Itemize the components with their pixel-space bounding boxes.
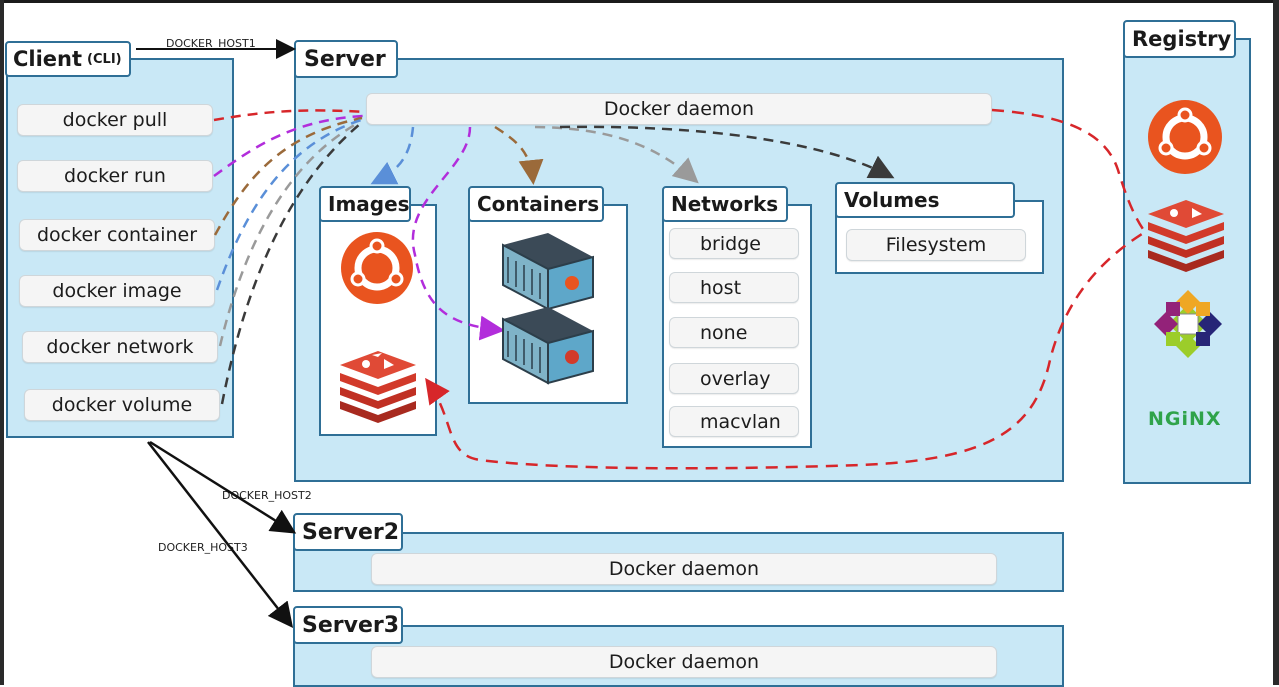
window-top-edge bbox=[0, 0, 1279, 3]
images-title: Images bbox=[319, 186, 411, 222]
images-redis-icon bbox=[340, 351, 416, 423]
registry-nginx-logo: NGiNX bbox=[1148, 408, 1222, 430]
cmd-docker-volume[interactable]: docker volume bbox=[24, 389, 220, 421]
cmd-docker-run[interactable]: docker run bbox=[17, 160, 213, 192]
cmd-docker-pull[interactable]: docker pull bbox=[17, 104, 213, 136]
images-ubuntu-icon bbox=[341, 232, 413, 304]
pull-flow-line bbox=[425, 108, 1147, 470]
network-host[interactable]: host bbox=[669, 272, 799, 303]
registry-ubuntu-icon bbox=[1148, 100, 1222, 174]
server-title: Server bbox=[294, 40, 398, 78]
docker-host2-arrow bbox=[149, 440, 297, 534]
daemon-flow-lines bbox=[370, 125, 895, 341]
server-docker-daemon[interactable]: Docker daemon bbox=[366, 93, 992, 125]
server2-title: Server2 bbox=[293, 513, 403, 551]
volume-filesystem[interactable]: Filesystem bbox=[846, 229, 1026, 261]
network-bridge[interactable]: bridge bbox=[669, 228, 799, 259]
registry-redis-icon bbox=[1148, 200, 1224, 272]
registry-centos-icon bbox=[1154, 290, 1222, 358]
client-title-text: Client bbox=[13, 47, 83, 71]
cmd-docker-container[interactable]: docker container bbox=[19, 219, 215, 251]
container-icon-1 bbox=[502, 233, 594, 311]
client-title: Client (CLI) bbox=[5, 41, 131, 77]
window-left-edge bbox=[0, 0, 4, 685]
docker-host1-label: DOCKER_HOST1 bbox=[166, 37, 256, 50]
server3-docker-daemon[interactable]: Docker daemon bbox=[371, 646, 997, 678]
server2-docker-daemon[interactable]: Docker daemon bbox=[371, 553, 997, 585]
registry-panel bbox=[1123, 38, 1251, 484]
container-icon-2 bbox=[502, 307, 594, 385]
network-overlay[interactable]: overlay bbox=[669, 363, 799, 394]
docker-host3-label: DOCKER_HOST3 bbox=[158, 541, 248, 554]
registry-title: Registry bbox=[1123, 20, 1236, 58]
server3-title: Server3 bbox=[293, 606, 403, 644]
cmd-docker-image[interactable]: docker image bbox=[19, 275, 215, 307]
network-macvlan[interactable]: macvlan bbox=[669, 406, 799, 437]
docker-host3-arrow bbox=[147, 441, 294, 628]
cmd-docker-network[interactable]: docker network bbox=[22, 331, 218, 363]
client-title-suffix: (CLI) bbox=[87, 51, 122, 67]
networks-title: Networks bbox=[662, 186, 788, 222]
network-none[interactable]: none bbox=[669, 317, 799, 348]
command-flow-lines bbox=[213, 109, 366, 405]
volumes-title: Volumes bbox=[835, 182, 1015, 218]
window-right-edge bbox=[1273, 0, 1279, 685]
docker-host2-label: DOCKER_HOST2 bbox=[222, 489, 312, 502]
containers-title: Containers bbox=[468, 186, 604, 222]
